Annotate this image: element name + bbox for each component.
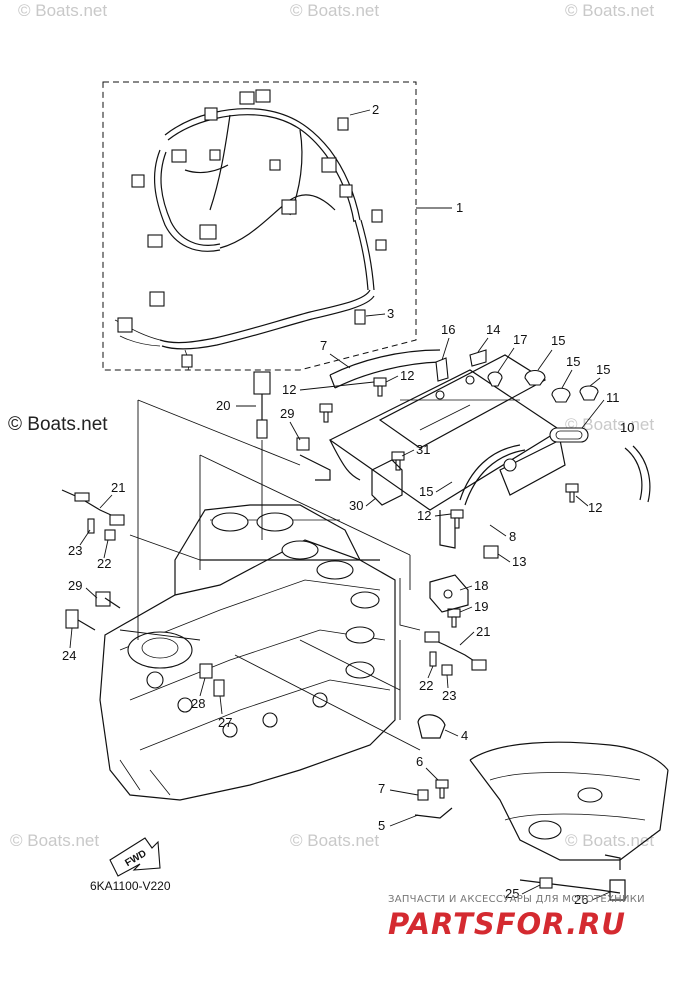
- callout-22-a: 22: [97, 556, 111, 571]
- callout-21-a: 21: [111, 480, 125, 495]
- diagram-code: 6KA1100-V220: [90, 879, 171, 893]
- lower-cowl: [469, 741, 669, 901]
- watermark-top-left: © Boats.net: [18, 1, 107, 20]
- callout-4: 4: [461, 728, 468, 743]
- callout-14: 14: [486, 322, 500, 337]
- leader-lines: [119, 399, 421, 751]
- callout-25: 25: [505, 886, 519, 901]
- callout-9: 7: [320, 338, 327, 353]
- callout-11: 11: [606, 390, 620, 405]
- callout-6: 6: [416, 754, 423, 769]
- watermark-bottom-left: © Boats.net: [10, 831, 99, 850]
- callout-19: 19: [474, 599, 488, 614]
- callout-29-a: 29: [280, 406, 294, 421]
- callout-16: 16: [441, 322, 455, 337]
- callout-24: 24: [62, 648, 76, 663]
- callout-27: 27: [218, 715, 232, 730]
- callout-2: 2: [372, 102, 379, 117]
- callout-21-b: 21: [476, 624, 490, 639]
- callout-29-b: 29: [68, 578, 82, 593]
- callout-17: 17: [513, 332, 527, 347]
- callout-28: 28: [191, 696, 205, 711]
- watermark-top-center: © Boats.net: [290, 1, 379, 20]
- callout-23-b: 23: [442, 688, 456, 703]
- watermark-bottom-center: © Boats.net: [290, 831, 379, 850]
- callout-8: 8: [509, 529, 516, 544]
- callout-group: 2 1 3 7 16 14 17 15 15 15 11 10 12 12 20…: [62, 102, 634, 907]
- watermark-top-right: © Boats.net: [565, 1, 654, 20]
- footer-russian-text: ЗАПЧАСТИ И АКСЕССУАРЫ ДЛЯ МОТОТЕХНИКИ: [388, 894, 645, 905]
- callout-10: 10: [620, 420, 634, 435]
- callout-31: 31: [416, 442, 430, 457]
- callout-12-b: 12: [400, 368, 414, 383]
- callout-22-b: 22: [419, 678, 433, 693]
- callout-20: 20: [216, 398, 230, 413]
- callout-12-c: 12: [588, 500, 602, 515]
- engine-block: [99, 504, 396, 801]
- callout-15-a: 15: [551, 333, 565, 348]
- watermark-bottom-right: © Boats.net: [565, 831, 654, 850]
- callout-3: 3: [387, 306, 394, 321]
- watermark-mid-right: © Boats.net: [565, 415, 654, 434]
- watermark-main: © Boats.net: [8, 414, 108, 435]
- watermark-group: © Boats.net © Boats.net © Boats.net © Bo…: [8, 1, 654, 850]
- callout-1: 1: [456, 200, 463, 215]
- callout-13: 13: [512, 554, 526, 569]
- callout-15-b: 15: [566, 354, 580, 369]
- callout-12-d: 12: [417, 508, 431, 523]
- callout-12-a: 12: [282, 382, 296, 397]
- callout-18: 18: [474, 578, 488, 593]
- footer-brand-logo: PARTSFOR.RU: [388, 907, 626, 941]
- callout-23-a: 23: [68, 543, 82, 558]
- callout-15-c: 15: [596, 362, 610, 377]
- bracket-assembly: [296, 349, 651, 628]
- sensor-group: [61, 371, 487, 819]
- wiring-harness: [102, 81, 417, 371]
- callout-7: 7: [378, 781, 385, 796]
- harness-dashed-frame: [102, 81, 417, 371]
- callout-30: 30: [349, 498, 363, 513]
- callout-15-d: 15: [419, 484, 433, 499]
- callout-26: 26: [574, 892, 588, 907]
- callout-5: 5: [378, 818, 385, 833]
- fwd-arrow-icon: FWD: [109, 837, 161, 877]
